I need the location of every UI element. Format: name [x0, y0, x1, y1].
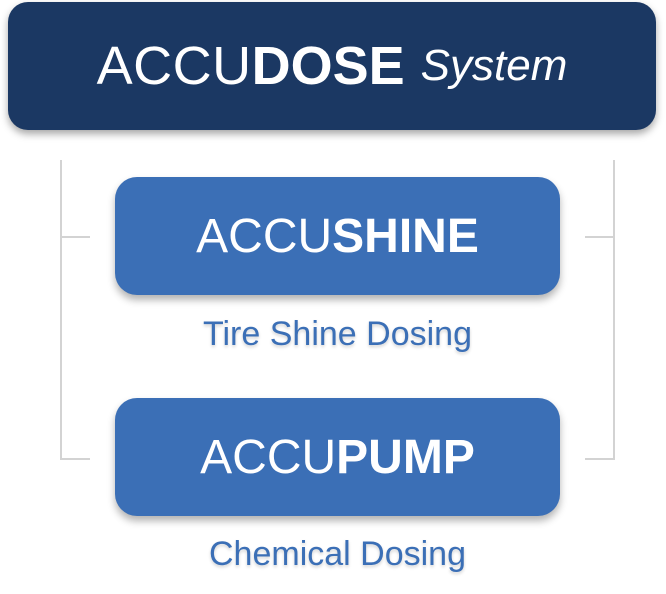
- accushine-caption: Tire Shine Dosing: [203, 315, 472, 353]
- connector-right-shine: [585, 236, 615, 238]
- accupump-prefix: ACCU: [200, 430, 337, 484]
- connector-left-vertical: [60, 160, 62, 460]
- accushine-bold: SHINE: [332, 209, 479, 263]
- accushine-prefix: ACCU: [196, 209, 333, 263]
- accupump-bold: PUMP: [336, 430, 475, 484]
- connector-left-pump: [60, 458, 90, 460]
- header-prefix: ACCU: [96, 36, 252, 96]
- header-suffix: System: [420, 41, 568, 90]
- connector-left-shine: [60, 236, 90, 238]
- connector-right-pump: [585, 458, 615, 460]
- header-bold: DOSE: [251, 36, 405, 96]
- connector-right-vertical: [613, 160, 615, 460]
- accupump-caption: Chemical Dosing: [209, 535, 466, 573]
